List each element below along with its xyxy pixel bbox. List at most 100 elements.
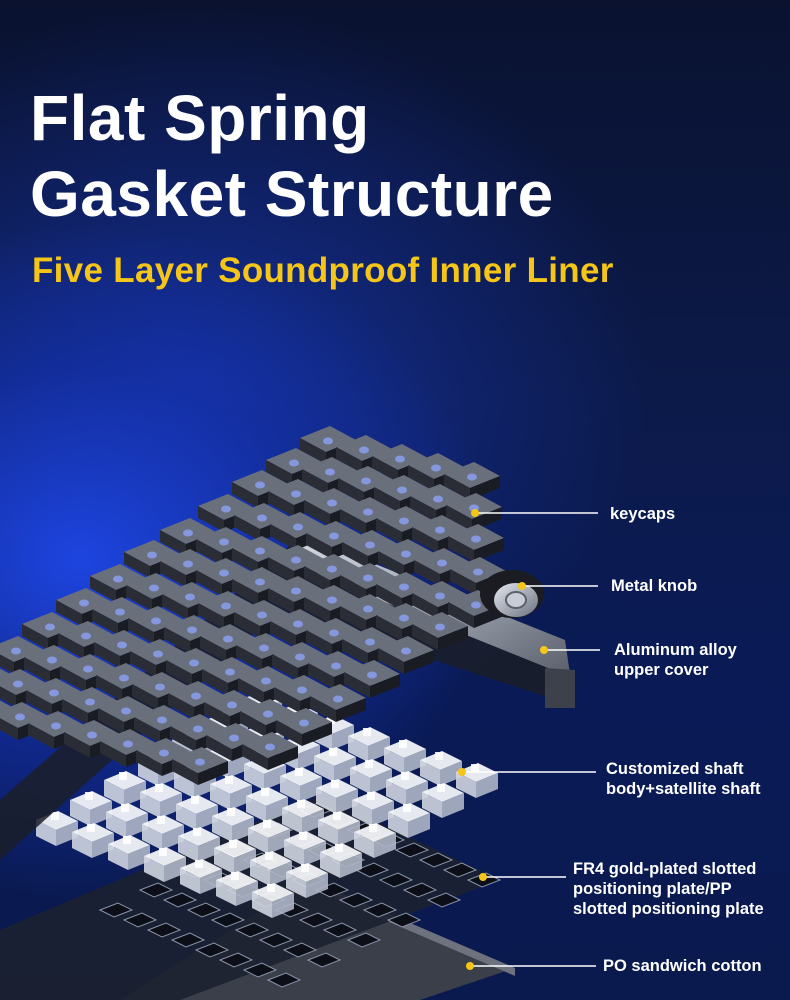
- metal-knob: [480, 570, 544, 618]
- plate-slot: [402, 882, 438, 898]
- switch: [280, 767, 322, 802]
- plate-slot: [138, 882, 174, 898]
- switch: [36, 811, 78, 846]
- callout-dot: [518, 582, 526, 590]
- page-subtitle: Five Layer Soundproof Inner Liner: [32, 251, 614, 290]
- cover-corner: [545, 668, 575, 708]
- keycap: [242, 732, 298, 770]
- callout-label: PO sandwich cotton: [603, 956, 762, 976]
- plate-slot: [122, 912, 158, 928]
- keycap: [172, 747, 228, 785]
- switch: [282, 799, 324, 834]
- switch: [180, 859, 222, 894]
- switch: [350, 759, 392, 794]
- switch: [144, 847, 186, 882]
- plate-slot: [298, 912, 334, 928]
- switch: [104, 771, 146, 806]
- title-line-1: Flat Spring: [30, 82, 370, 154]
- switch: [420, 751, 462, 786]
- plate-slot: [346, 932, 382, 948]
- switch: [212, 807, 254, 842]
- switch: [314, 747, 356, 782]
- callout-dot: [540, 646, 548, 654]
- plate-slot: [210, 912, 246, 928]
- plate-slot: [266, 972, 302, 988]
- switch: [252, 883, 294, 918]
- callout-label-line: slotted positioning plate: [573, 900, 764, 918]
- switch: [106, 803, 148, 838]
- plate-slot: [394, 842, 430, 858]
- keycap: [412, 612, 468, 650]
- switch: [284, 831, 326, 866]
- plate-slot: [322, 922, 358, 938]
- plate-slot: [418, 852, 454, 868]
- switch: [142, 815, 184, 850]
- plate-slot: [170, 932, 206, 948]
- keycap: [276, 708, 332, 746]
- callout-dot: [466, 962, 474, 970]
- plate-slot: [306, 952, 342, 968]
- switch: [320, 843, 362, 878]
- switch: [384, 739, 426, 774]
- keycap: [448, 524, 504, 562]
- switch: [352, 791, 394, 826]
- switch: [250, 851, 292, 886]
- switch: [108, 835, 150, 870]
- callout-label-line: Aluminum alloy: [614, 641, 737, 659]
- callout-label: Aluminum alloy upper cover: [614, 640, 737, 680]
- plate-slot: [426, 892, 462, 908]
- switch: [316, 779, 358, 814]
- callout-dot: [479, 873, 487, 881]
- keycap: [310, 684, 366, 722]
- plate-slot: [442, 862, 478, 878]
- switch: [210, 775, 252, 810]
- plate-slot: [218, 952, 254, 968]
- plate-slot: [338, 892, 374, 908]
- plate-slot: [98, 902, 134, 918]
- plate-slot: [386, 912, 422, 928]
- switch: [286, 863, 328, 898]
- title-line-2: Gasket Structure: [30, 158, 554, 230]
- switch: [70, 791, 112, 826]
- switch: [246, 787, 288, 822]
- plate-slot: [242, 962, 278, 978]
- plate-slot: [162, 892, 198, 908]
- switch: [178, 827, 220, 862]
- keycap: [344, 660, 400, 698]
- switch: [456, 763, 498, 798]
- callout-label: keycaps: [610, 504, 675, 524]
- callout-label-line: Customized shaft: [606, 760, 744, 778]
- callout-label-line: keycaps: [610, 505, 676, 523]
- page-title: Flat Spring Gasket Structure: [30, 80, 554, 232]
- switch: [348, 727, 390, 762]
- switch: [318, 811, 360, 846]
- callout-label-line: Metal knob: [611, 577, 698, 595]
- callout-label-line: positioning plate/PP: [573, 880, 732, 898]
- plate-slot: [234, 922, 270, 938]
- keycap: [444, 462, 500, 500]
- callout-label-line: PO sandwich cotton: [603, 957, 762, 975]
- switch: [388, 803, 430, 838]
- switch: [214, 839, 256, 874]
- plate-slot: [362, 902, 398, 918]
- switch: [72, 823, 114, 858]
- callout-dot: [471, 509, 479, 517]
- switch: [422, 783, 464, 818]
- plate-slot: [146, 922, 182, 938]
- plate-slot: [354, 862, 390, 878]
- plate-slot: [282, 942, 318, 958]
- switch: [176, 795, 218, 830]
- callout-lines: [458, 509, 600, 970]
- keycap: [378, 636, 434, 674]
- keycap-layer: [0, 426, 506, 785]
- switch: [216, 871, 258, 906]
- switch: [354, 823, 396, 858]
- plate-slot: [258, 932, 294, 948]
- callout-label-line: upper cover: [614, 661, 709, 679]
- switch: [140, 783, 182, 818]
- plate-slot: [186, 902, 222, 918]
- switch: [386, 771, 428, 806]
